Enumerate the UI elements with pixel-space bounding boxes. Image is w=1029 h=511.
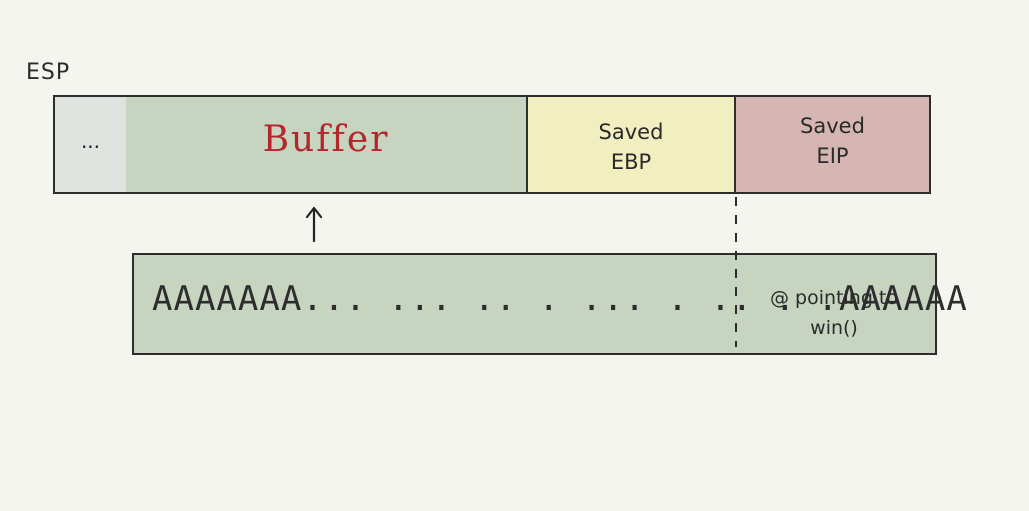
esp-label: ESP bbox=[26, 60, 71, 85]
stack-cell-ellipsis: ... bbox=[53, 95, 128, 194]
eip-boundary-dashed-line bbox=[735, 197, 737, 347]
payload-box: AAAAAAA... ... .. . ... . .. . .AAAAAA @… bbox=[132, 253, 967, 355]
ellipsis-label: ... bbox=[80, 129, 101, 153]
stack-cell-buffer: Buffer bbox=[126, 95, 528, 194]
stack-frame: ... Buffer Saved EBP Saved EIP bbox=[53, 95, 931, 196]
payload-filler: AAAAAAA... ... .. . ... . .. . .AAAAAA bbox=[152, 279, 968, 319]
saved-ebp-label: Saved EBP bbox=[598, 120, 664, 174]
return-address-label: @ pointing to win() bbox=[770, 287, 898, 339]
saved-eip-label: Saved EIP bbox=[800, 114, 865, 168]
stack-cell-saved-ebp: Saved EBP bbox=[528, 95, 736, 194]
up-arrow-icon bbox=[305, 206, 323, 243]
buffer-label: Buffer bbox=[262, 119, 390, 160]
stack-cell-saved-eip: Saved EIP bbox=[736, 95, 931, 194]
